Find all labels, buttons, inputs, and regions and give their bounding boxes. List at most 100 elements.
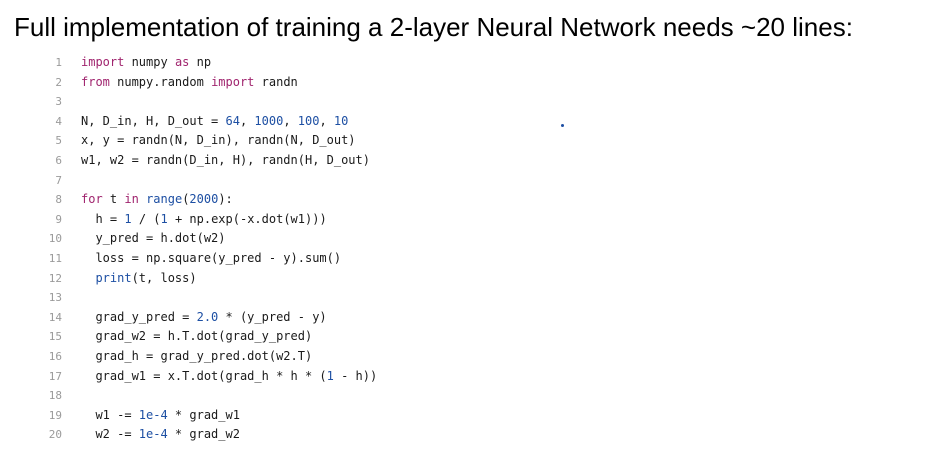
code-text: x, y = randn(N, D_in), randn(N, D_out) (81, 131, 356, 151)
code-token: grad_h = grad_y_pred.dot(w2.T) (81, 348, 313, 363)
code-line: 14 grad_y_pred = 2.0 * (y_pred - y) (34, 308, 594, 328)
code-token: N, D_in, H, D_out = (81, 113, 226, 128)
code-token: , (283, 113, 298, 128)
code-token: t (102, 192, 125, 207)
code-token: w1, w2 = randn(D_in, H), randn(H, D_out) (81, 152, 370, 167)
code-text: grad_y_pred = 2.0 * (y_pred - y) (81, 308, 327, 328)
code-number: 1e-4 (138, 427, 168, 442)
line-number: 19 (48, 408, 62, 422)
code-token: w1 -= (81, 407, 139, 422)
code-token: x, y = randn(N, D_in), randn(N, D_out) (81, 133, 356, 148)
line-number: 4 (55, 114, 62, 128)
code-token: np (189, 55, 212, 69)
code-token: + np.exp(-x.dot(w1))) (167, 211, 327, 226)
code-token (81, 271, 95, 285)
code-line: 8 for t in range(2000): (34, 190, 594, 210)
code-token: randn (254, 74, 298, 89)
code-keyword: import (211, 74, 255, 89)
code-number: 1 (124, 211, 132, 226)
code-token: - h)) (333, 368, 378, 383)
code-text: N, D_in, H, D_out = 64, 1000, 100, 10 (81, 112, 348, 132)
code-token: * grad_w2 (167, 427, 240, 442)
code-number: 1 (326, 368, 334, 383)
line-number: 5 (55, 134, 62, 148)
line-number: 20 (48, 428, 62, 442)
line-number: 7 (55, 173, 62, 187)
code-token: loss = np.square(y_pred - y).sum() (81, 250, 342, 265)
code-keyword: in (124, 192, 139, 207)
code-text: w1, w2 = randn(D_in, H), randn(H, D_out) (81, 151, 370, 171)
code-token: h = (81, 211, 125, 226)
code-line: 16 grad_h = grad_y_pred.dot(w2.T) (34, 347, 594, 367)
line-number: 6 (55, 153, 62, 167)
code-token: / ( (131, 211, 161, 226)
code-line: 2 from numpy.random import randn (34, 73, 594, 93)
code-token: * grad_w1 (167, 407, 240, 422)
code-number: 1e-4 (138, 407, 168, 422)
code-line: 17 grad_w1 = x.T.dot(grad_h * h * (1 - h… (34, 367, 594, 387)
code-keyword: from (81, 74, 110, 89)
code-line: 5 x, y = randn(N, D_in), randn(N, D_out) (34, 131, 594, 151)
line-number: 15 (48, 330, 62, 344)
code-line: 7 (34, 171, 594, 191)
code-text: grad_w1 = x.T.dot(grad_h * h * (1 - h)) (81, 367, 377, 387)
line-number: 13 (48, 291, 62, 305)
code-token: w2 -= (81, 427, 139, 442)
code-number: 1000 (254, 113, 284, 128)
code-builtin: print (95, 270, 132, 285)
code-line: 13 (34, 288, 594, 308)
code-token (139, 192, 146, 206)
code-number: 1 (160, 211, 168, 226)
code-token: , (319, 113, 334, 128)
code-text: print(t, loss) (81, 269, 197, 289)
line-number: 11 (48, 251, 62, 265)
code-text: w2 -= 1e-4 * grad_w2 (81, 425, 240, 445)
code-number: 64 (225, 113, 240, 128)
code-line: 18 (34, 386, 594, 406)
code-token: numpy.random (109, 74, 212, 89)
line-number: 17 (48, 369, 62, 383)
code-token: * (y_pred - y) (218, 309, 327, 324)
code-text: w1 -= 1e-4 * grad_w1 (81, 406, 240, 426)
line-number: 1 (55, 56, 62, 69)
line-number: 8 (55, 193, 62, 207)
code-line: 6 w1, w2 = randn(D_in, H), randn(H, D_out… (34, 151, 594, 171)
code-text: loss = np.square(y_pred - y).sum() (81, 249, 341, 269)
code-keyword: import (81, 55, 125, 69)
code-token: ): (218, 192, 233, 207)
code-token: grad_w2 = h.T.dot(grad_y_pred) (81, 329, 313, 344)
code-number: 100 (297, 113, 320, 128)
code-line: 9 h = 1 / (1 + np.exp(-x.dot(w1))) (34, 210, 594, 230)
code-line: 4 N, D_in, H, D_out = 64, 1000, 100, 10 (34, 112, 594, 132)
code-token: , (239, 113, 255, 128)
code-line: 20 w2 -= 1e-4 * grad_w2 (34, 425, 594, 445)
code-line: 19 w1 -= 1e-4 * grad_w1 (34, 406, 594, 426)
code-text: grad_w2 = h.T.dot(grad_y_pred) (81, 327, 312, 347)
code-token: numpy (124, 55, 175, 69)
code-token: ( (182, 192, 190, 207)
code-builtin: range (146, 192, 183, 207)
code-line: 11 loss = np.square(y_pred - y).sum() (34, 249, 594, 269)
code-number: 10 (333, 113, 349, 128)
line-number: 18 (48, 389, 62, 403)
code-keyword: for (81, 192, 103, 207)
code-block: 1 import numpy as np 2 from numpy.random im… (34, 53, 594, 445)
code-text: for t in range(2000): (81, 190, 233, 210)
line-number: 9 (55, 212, 62, 226)
code-number: 2.0 (196, 309, 219, 324)
line-number: 2 (55, 75, 62, 89)
line-number: 3 (55, 95, 62, 109)
code-token: (t, loss) (131, 270, 197, 285)
line-number: 14 (48, 310, 62, 324)
code-token: grad_y_pred = (81, 309, 197, 324)
line-number: 12 (48, 271, 62, 285)
code-line: 12 print(t, loss) (34, 269, 594, 289)
code-line: 10 y_pred = h.dot(w2) (34, 229, 594, 249)
code-text: y_pred = h.dot(w2) (81, 229, 225, 249)
code-keyword: as (174, 55, 190, 69)
code-line: 1 import numpy as np (34, 53, 594, 73)
code-text: grad_h = grad_y_pred.dot(w2.T) (81, 347, 312, 367)
stray-dot (561, 124, 564, 127)
line-number: 10 (48, 232, 62, 246)
code-line: 15 grad_w2 = h.T.dot(grad_y_pred) (34, 327, 594, 347)
